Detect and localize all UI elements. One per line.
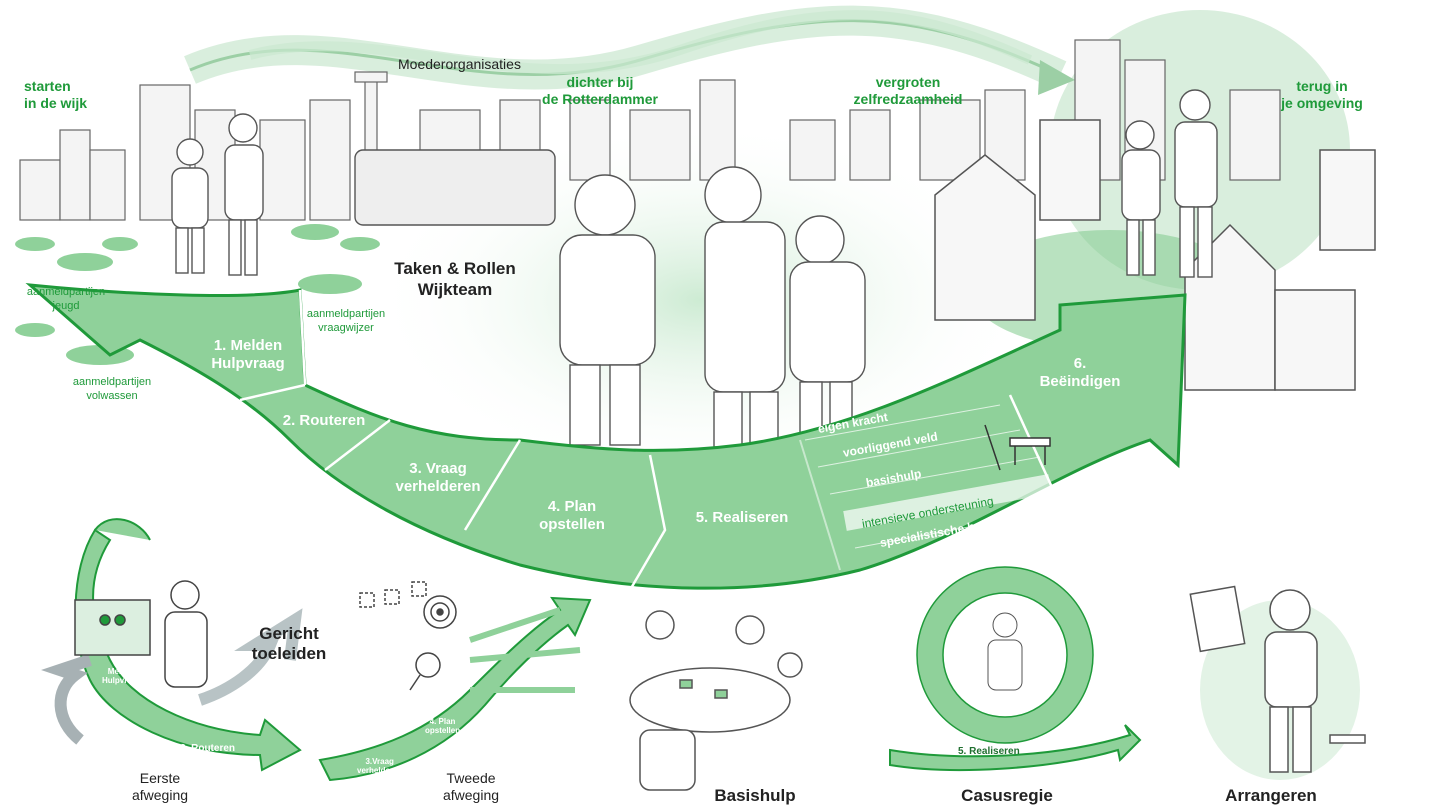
process-arrow bbox=[25, 283, 1187, 591]
gericht-toeleiden-label: Gericht toeleiden bbox=[252, 624, 327, 664]
mini-step-3-line-2: verhelderen bbox=[357, 766, 403, 775]
step-6-line-1: 6. bbox=[1073, 355, 1087, 372]
vergroten-line-2: zelfredzaamheid bbox=[853, 91, 963, 107]
mini-step-4-line-2: opstellen bbox=[425, 726, 461, 735]
tweede-afweging-label: Tweede afweging bbox=[443, 770, 499, 804]
aanmeld-vraagwijzer-line-2: vraagwijzer bbox=[318, 322, 374, 334]
step-1-line-2: Hulpvraag bbox=[211, 355, 285, 372]
tweede-line-1: Tweede bbox=[446, 770, 496, 786]
terug-line-1: terug in bbox=[1296, 78, 1348, 94]
aanmeld-vraagwijzer-label: aanmeldpartijen vraagwijzer bbox=[307, 307, 385, 335]
eerste-line-1: Eerste bbox=[139, 770, 181, 786]
monitor-icon bbox=[74, 580, 208, 688]
mini-step-3: 3.Vraag verhelderen bbox=[357, 757, 402, 775]
aanmeld-jeugd-label: aanmeldpartijen jeugd bbox=[27, 285, 105, 313]
step-2-line-1: 2. Routeren bbox=[282, 412, 366, 429]
mini-step-1-line-3: Hulpvraag bbox=[102, 676, 142, 685]
basishulp-label: Basishulp bbox=[714, 786, 796, 805]
target-icon bbox=[359, 581, 457, 691]
tweede-line-2: afweging bbox=[442, 787, 500, 803]
step-3-line-2: verhelderen bbox=[395, 478, 481, 495]
eerste-afweging-label: Eerste afweging bbox=[132, 770, 188, 804]
dichter-line-1: dichter bij bbox=[566, 74, 634, 90]
step-4-line-1: 4. Plan bbox=[547, 498, 597, 515]
starten-line-1: starten bbox=[24, 78, 71, 94]
gericht-line-2: toeleiden bbox=[251, 644, 327, 663]
mini-step-4-line-1: 4. Plan bbox=[429, 717, 456, 726]
step-4-line-2: opstellen bbox=[539, 516, 605, 533]
moederorganisaties-label: Moederorganisaties bbox=[398, 56, 521, 72]
arrangeren-figure bbox=[1189, 585, 1366, 780]
casus-ring bbox=[889, 566, 1142, 771]
step-1-label: 1. Melden Hulpvraag bbox=[211, 337, 284, 373]
people-sketches bbox=[171, 89, 1218, 448]
mini-step-5: 5. Realiseren bbox=[958, 746, 1020, 757]
taken-line-1: Taken & Rollen bbox=[394, 259, 516, 278]
dichter-line-2: de Rotterdammer bbox=[542, 91, 658, 107]
round-table bbox=[629, 610, 803, 791]
mini-step-2: 2. Routeren bbox=[180, 743, 236, 754]
mini-step-1-line-1: 1. bbox=[118, 658, 125, 667]
step-5-label: 5. Realiseren bbox=[696, 509, 789, 527]
barrier-icon bbox=[984, 424, 1051, 471]
aanmeld-jeugd-line-1: aanmeldpartijen bbox=[26, 286, 106, 298]
top-ribbon bbox=[184, 5, 1075, 95]
eerste-line-2: afweging bbox=[131, 787, 189, 803]
mini-step-1-line-2: Melden bbox=[107, 667, 136, 676]
aanmeld-vraagwijzer-line-1: aanmeldpartijen bbox=[306, 308, 386, 320]
casusregie-label: Casusregie bbox=[961, 786, 1053, 805]
aanmeld-volwassen-line-1: aanmeldpartijen bbox=[72, 376, 152, 388]
aanmeld-volwassen-line-2: volwassen bbox=[86, 390, 138, 402]
aanmeld-jeugd-line-2: jeugd bbox=[52, 300, 80, 312]
step-3-label: 3. Vraag verhelderen bbox=[395, 460, 480, 496]
mini-step-3-line-1: 3.Vraag bbox=[365, 757, 394, 766]
step-2-label: 2. Routeren bbox=[283, 412, 366, 430]
dichter-label: dichter bij de Rotterdammer bbox=[542, 74, 658, 108]
mini-step-1: 1. Melden Hulpvraag bbox=[102, 658, 141, 685]
taken-rollen-label: Taken & Rollen Wijkteam bbox=[394, 258, 516, 300]
step-5-line-1: 5. Realiseren bbox=[695, 509, 789, 526]
vergroten-line-1: vergroten bbox=[875, 74, 941, 90]
terug-line-2: je omgeving bbox=[1281, 95, 1363, 111]
aanmeld-volwassen-label: aanmeldpartijen volwassen bbox=[73, 375, 151, 403]
step-6-line-2: Beëindigen bbox=[1039, 373, 1121, 390]
arrangeren-label: Arrangeren bbox=[1225, 786, 1317, 805]
step-4-label: 4. Plan opstellen bbox=[539, 498, 605, 534]
starten-line-2: in de wijk bbox=[24, 95, 88, 111]
gericht-line-1: Gericht bbox=[259, 624, 319, 643]
vergroten-label: vergroten zelfredzaamheid bbox=[854, 74, 963, 108]
taken-line-2: Wijkteam bbox=[417, 280, 493, 299]
starten-label: starten in de wijk bbox=[24, 78, 87, 112]
terug-label: terug in je omgeving bbox=[1281, 78, 1363, 112]
step-1-line-1: 1. Melden bbox=[213, 337, 283, 354]
step-6-label: 6. Beëindigen bbox=[1040, 355, 1121, 391]
mini-step-4: 4. Plan opstellen bbox=[425, 717, 460, 735]
mini-arrow-tweede bbox=[318, 596, 592, 782]
step-3-line-1: 3. Vraag bbox=[409, 460, 467, 477]
